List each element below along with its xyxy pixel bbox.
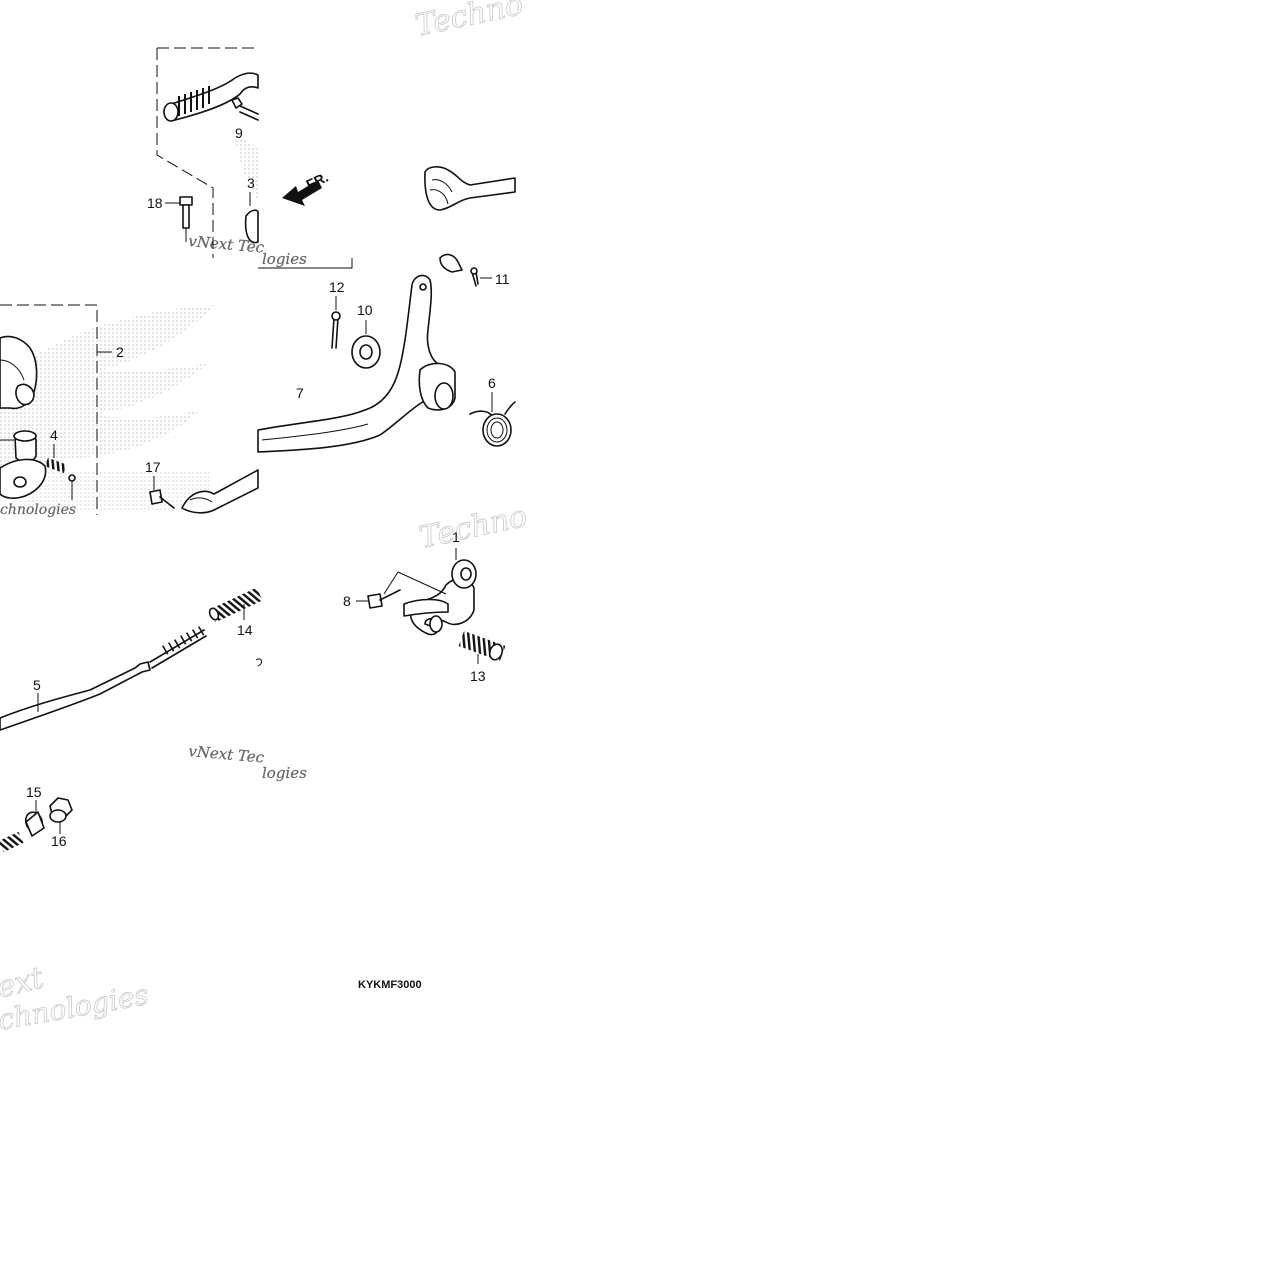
bolt-part <box>165 196 193 242</box>
master-cylinder-part <box>0 335 112 499</box>
callout-number: 8 <box>343 593 351 609</box>
callout-number: 3 <box>247 175 255 191</box>
callout-number: 9 <box>235 125 243 141</box>
spring-part <box>458 630 506 664</box>
callout-number: 18 <box>147 195 163 211</box>
pedal-pivot-part <box>383 548 477 636</box>
callout-number: 12 <box>329 279 345 295</box>
watermark-text: logies <box>262 764 307 782</box>
callout-number: 4 <box>50 427 58 443</box>
callout-number: 17 <box>145 459 161 475</box>
callout-number: 10 <box>357 302 373 318</box>
drawing-code: KYKMF3000 <box>358 979 422 991</box>
front-direction-arrow-icon: FR. <box>282 169 331 206</box>
callout-number: 13 <box>470 668 486 684</box>
watermark-text: vNext Tec <box>188 742 266 767</box>
callout-number: 7 <box>296 385 304 401</box>
wing-logo-watermark <box>0 135 258 510</box>
callout-number: 5 <box>33 677 41 693</box>
direction-label: FR. <box>304 169 331 193</box>
nut-part <box>49 797 73 834</box>
callout-number: 2 <box>116 344 124 360</box>
callout-labels: 1 2 3 4 5 6 7 8 9 10 11 12 13 14 15 16 1… <box>26 125 510 849</box>
washer-part <box>351 320 381 369</box>
joint-part <box>24 800 45 837</box>
watermark-text: logies <box>262 250 307 268</box>
watermark-text: Techno <box>412 0 526 44</box>
brake-arm-part <box>257 274 456 453</box>
callout-number: 14 <box>237 622 253 638</box>
collar-part <box>244 192 259 244</box>
bolt-part <box>149 476 175 509</box>
watermark-text: Techno <box>416 499 530 556</box>
callout-number: 11 <box>495 271 510 287</box>
watermark-group: Techno vNext Tec logies Techno vNext Tec… <box>0 0 531 1037</box>
return-spring-part <box>469 392 516 447</box>
brake-rod-part <box>0 626 207 731</box>
cotter-pin-part <box>331 296 341 349</box>
brake-arm-grip-part <box>163 72 259 122</box>
watermark-text: chnologies <box>0 502 76 518</box>
spring-part <box>208 587 263 667</box>
callout-number: 15 <box>26 784 42 800</box>
assembly-boundaries <box>0 47 353 515</box>
brake-pedal-part <box>424 166 516 273</box>
spring-part <box>0 831 24 853</box>
cotter-pin-part <box>470 267 492 287</box>
bolt-part <box>356 589 401 609</box>
brake-rod-end-part <box>181 469 259 514</box>
callout-number: 6 <box>488 375 496 391</box>
callout-number: 1 <box>452 529 460 545</box>
spring-part <box>44 444 76 500</box>
callout-number: 16 <box>51 833 67 849</box>
